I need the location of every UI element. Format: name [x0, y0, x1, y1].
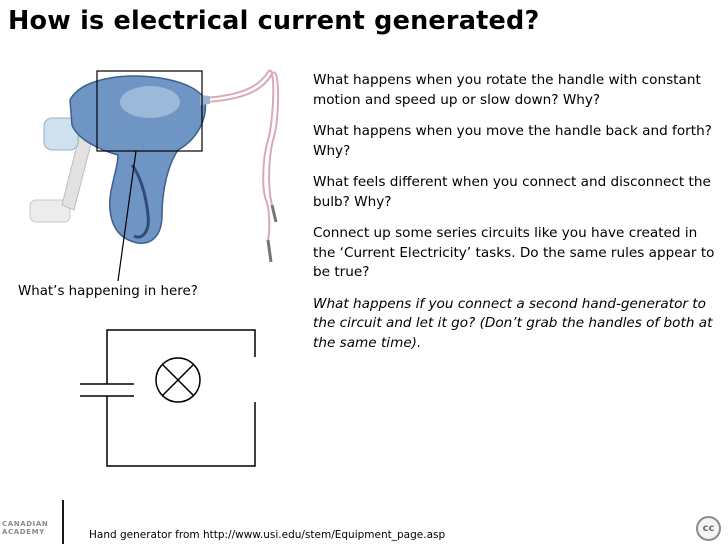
crank-handle [29, 117, 96, 223]
circuit-diagram [80, 329, 256, 467]
question-rotate-handle: What happens when you rotate the handle … [313, 72, 701, 108]
slide-title: How is electrical current generated? [8, 6, 540, 36]
footer-divider [62, 500, 64, 544]
creative-commons-icon: cc [696, 516, 721, 541]
logo-line-1: CANADIAN [2, 520, 49, 528]
question-bulb: What feels different when you connect an… [313, 174, 711, 210]
generator-body [69, 75, 210, 244]
question-back-and-forth: What happens when you move the handle ba… [313, 123, 712, 159]
callout-line [117, 150, 137, 282]
whats-happening-label: What’s happening in here? [18, 284, 198, 299]
question-second-generator: What happens if you connect a second han… [313, 295, 713, 351]
logo-line-2: ACADEMY [2, 528, 45, 536]
image-credit: Hand generator from http://www.usi.edu/s… [89, 529, 446, 541]
question-series-circuits: Connect up some series circuits like you… [313, 225, 715, 280]
zoom-box [96, 70, 203, 152]
school-logo: CANADIAN ACADEMY [2, 520, 49, 536]
question-list: What happens when you rotate the handle … [313, 71, 721, 365]
generator-cable [204, 69, 280, 263]
